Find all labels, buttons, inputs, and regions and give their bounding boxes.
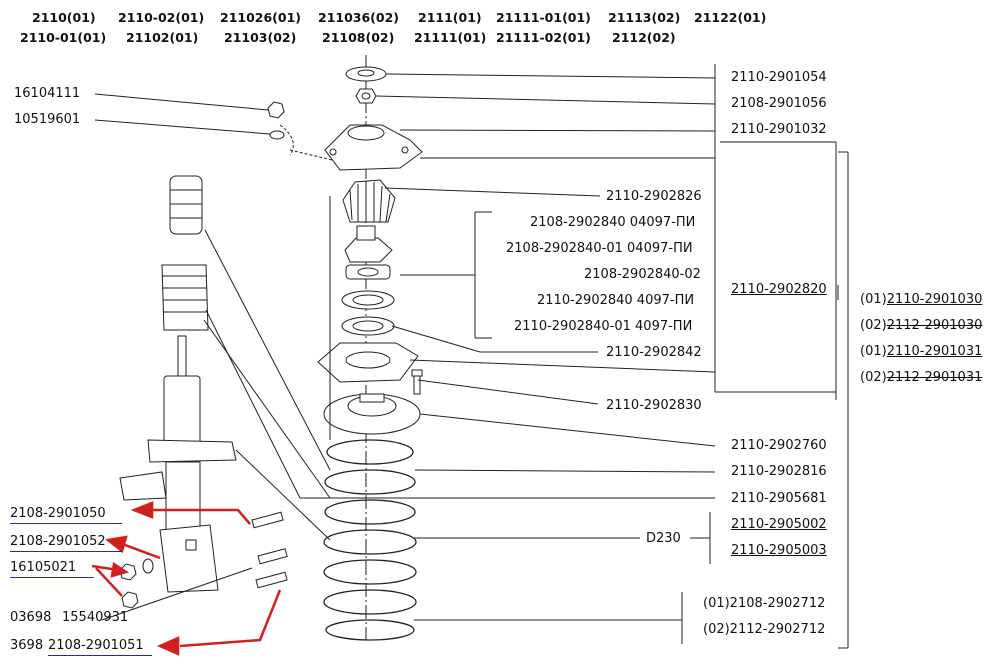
label-part-1052: 2108-2901052 xyxy=(10,534,122,552)
header-col-2-a: 2110-02(01) xyxy=(118,10,205,25)
washer-parts xyxy=(341,290,395,336)
right-leader-lines xyxy=(203,64,849,649)
assembly-a4: (02)2112-2901031 xyxy=(860,370,982,385)
header-col-5-b: 21111(01) xyxy=(414,30,487,45)
label-r5e: 2110-2902840-01 4097-ПИ xyxy=(514,319,693,334)
label-bolt-1: 15540931 xyxy=(62,610,129,625)
header-col-2-b: 21102(01) xyxy=(126,30,199,45)
assembly-a3-code: 2110-2901031 xyxy=(886,344,983,359)
header-col-4-b: 21108(02) xyxy=(322,30,395,45)
label-r12b: (02)2112-2902712 xyxy=(703,622,826,637)
label-r8: 2110-2902760 xyxy=(731,438,827,453)
label-r10: 2110-2905681 xyxy=(731,491,827,506)
assembly-a4-code: 2112-2901031 xyxy=(886,370,983,385)
header-col-7-b: 2112(02) xyxy=(612,30,676,45)
header-col-8-a: 21122(01) xyxy=(694,10,767,25)
label-r3: 2110-2901032 xyxy=(731,122,827,137)
header-col-5-a: 2111(01) xyxy=(418,10,482,25)
label-nut-2: 16105021 xyxy=(10,560,94,578)
label-bolt-prefix: 03698 xyxy=(10,610,52,625)
bearing-cup-part xyxy=(344,225,393,263)
label-r5a: 2108-2902840 04097-ПИ xyxy=(530,215,696,230)
header-col-7-a: 21113(02) xyxy=(608,10,681,25)
header-col-3-b: 21103(02) xyxy=(224,30,297,45)
bearing-part xyxy=(345,264,391,280)
dust-boot-part xyxy=(161,264,209,331)
label-r12a: (01)2108-2902712 xyxy=(703,596,826,611)
assembly-a1-prefix: (01) xyxy=(860,292,887,307)
assembly-a4-prefix: (02) xyxy=(860,370,887,385)
label-r1: 2110-2901054 xyxy=(731,70,827,85)
label-r2: 2108-2901056 xyxy=(731,96,827,111)
top-washer-part xyxy=(345,66,387,82)
top-nut-part xyxy=(355,88,377,104)
label-r5b: 2108-2902840-01 04097-ПИ xyxy=(506,241,693,256)
label-washer-1: 10519601 xyxy=(14,112,81,127)
header-col-4-a: 211036(02) xyxy=(318,10,400,25)
left-leader-lines xyxy=(94,93,333,621)
assembly-a2: (02)2112-2901030 xyxy=(860,318,982,333)
label-r5d: 2110-2902840 4097-ПИ xyxy=(537,293,695,308)
label-bolt-2: 2108-2901051 xyxy=(48,638,152,656)
header-col-1-a: 2110(01) xyxy=(32,10,96,25)
label-nut-1: 16104111 xyxy=(14,86,81,101)
header-col-1-b: 2110-01(01) xyxy=(20,30,107,45)
assembly-a1-code: 2110-2901030 xyxy=(886,292,983,307)
top-mount-part xyxy=(324,124,423,171)
assembly-a1: (01)2110-2901030 xyxy=(860,292,982,307)
strut-part xyxy=(119,335,237,593)
label-r7: 2110-2902830 xyxy=(606,398,702,413)
label-part-1050: 2108-2901050 xyxy=(10,506,122,524)
label-module: 2110-2902820 xyxy=(731,282,827,297)
red-arrows xyxy=(91,501,282,656)
header-col-6-b: 21111-02(01) xyxy=(496,30,591,45)
assembly-a3: (01)2110-2901031 xyxy=(860,344,982,359)
label-r11a: 2110-2905002 xyxy=(731,517,827,532)
header-col-3-a: 211026(01) xyxy=(220,10,302,25)
label-r9: 2110-2902816 xyxy=(731,464,827,479)
assembly-a2-prefix: (02) xyxy=(860,318,887,333)
label-r4: 2110-2902826 xyxy=(606,189,702,204)
spring-seat-part xyxy=(323,393,421,435)
coil-spring-part xyxy=(323,439,417,641)
label-r11b: 2110-2905003 xyxy=(731,543,827,558)
label-bolt2-prefix: 3698 xyxy=(10,638,44,653)
label-r5c: 2108-2902840-02 xyxy=(584,267,701,282)
assembly-a2-code: 2112-2901030 xyxy=(886,318,983,333)
compression-buffer-part xyxy=(169,175,203,235)
assembly-a3-prefix: (01) xyxy=(860,344,887,359)
header-col-6-a: 21111-01(01) xyxy=(496,10,591,25)
label-r6: 2110-2902842 xyxy=(606,345,702,360)
rubber-bump-part xyxy=(342,179,396,223)
label-d230: D230 xyxy=(646,531,681,546)
bolt-part xyxy=(411,369,423,395)
spring-support-part xyxy=(317,342,419,383)
